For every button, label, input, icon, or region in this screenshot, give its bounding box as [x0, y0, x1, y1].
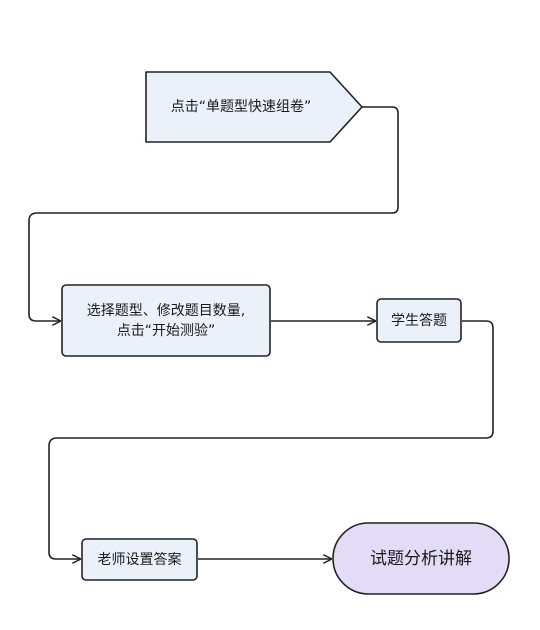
- start-node-shape: [145, 71, 363, 143]
- connector-answer-to-teacher: [48, 320, 494, 559]
- explain-node-shape: [332, 522, 510, 595]
- select-node-shape: [61, 284, 271, 357]
- answer-node-shape: [376, 298, 462, 343]
- teacher-node-shape: [81, 538, 198, 581]
- connector-start-to-select: [28, 106, 399, 321]
